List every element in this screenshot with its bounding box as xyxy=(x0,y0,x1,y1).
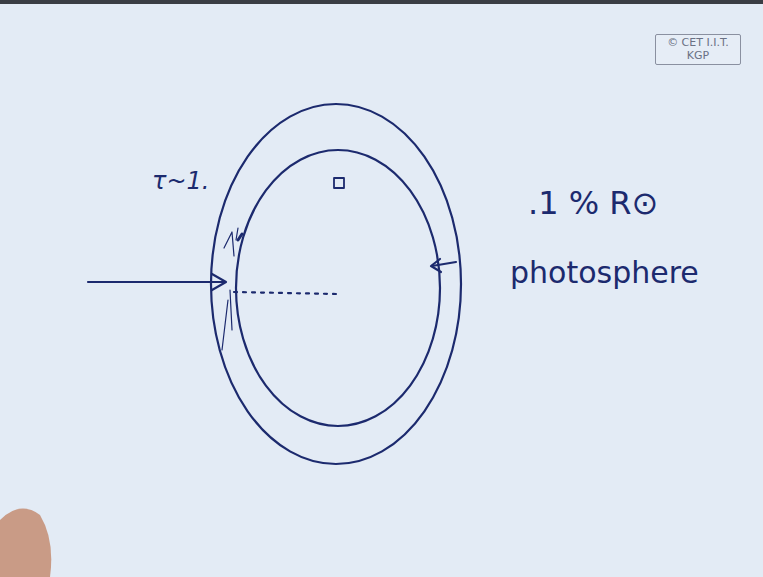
ink-mark xyxy=(238,234,242,240)
handwritten-label: .1 % R⊙ xyxy=(528,186,658,221)
shading-strokes xyxy=(222,228,238,350)
incoming-ray xyxy=(88,281,224,283)
finger xyxy=(0,509,51,577)
ray-arrowhead xyxy=(212,274,226,290)
top-edge xyxy=(0,0,763,4)
small-square xyxy=(334,178,344,188)
handwritten-label: τ~1. xyxy=(152,168,209,194)
outer-oval xyxy=(211,104,461,464)
watermark-box: © CET I.I.T. KGP xyxy=(655,34,741,65)
right-arrowhead xyxy=(431,259,441,272)
dotted-radius xyxy=(234,292,336,294)
inner-oval xyxy=(236,150,440,426)
watermark-text: © CET I.I.T. KGP xyxy=(660,37,736,62)
handwritten-label: photosphere xyxy=(510,256,699,289)
